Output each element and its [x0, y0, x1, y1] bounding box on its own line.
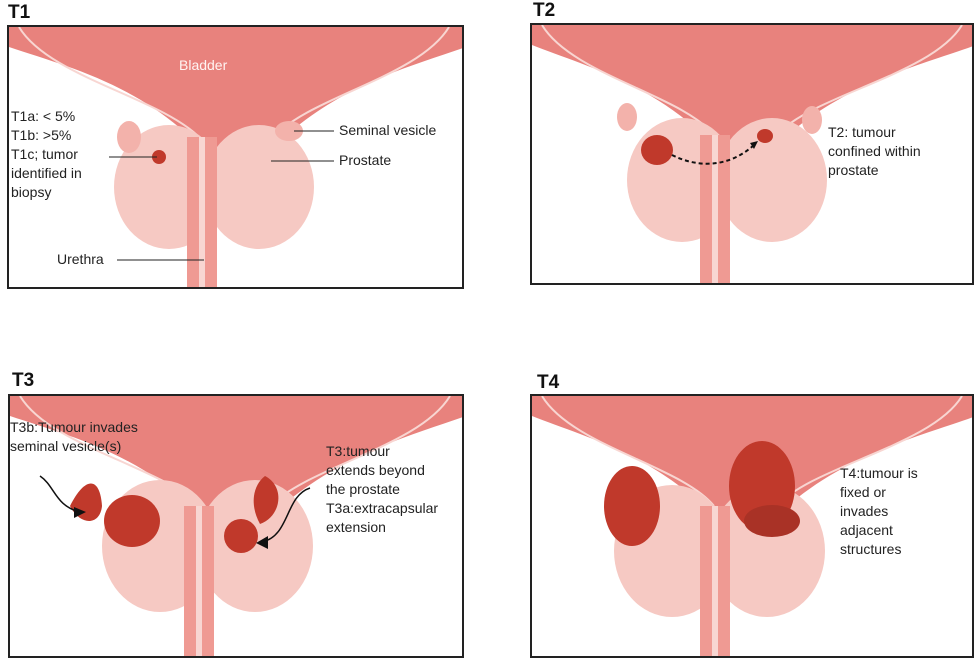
t2-seminal-vesicle-right — [802, 106, 822, 134]
t2-seminal-vesicle-left — [617, 103, 637, 131]
t1-urethra-label: Urethra — [57, 250, 104, 269]
t1-title: T1 — [8, 2, 30, 24]
t2-tumour-large — [641, 135, 673, 165]
t4-description: T4:tumour is fixed or invades adjacent s… — [840, 464, 918, 559]
t3-tumour-small — [224, 519, 258, 553]
t4-title: T4 — [537, 372, 559, 394]
t4-tumour-left — [604, 466, 660, 546]
t2-description: T2: tumour confined within prostate — [828, 123, 921, 180]
t3-tumour-large — [104, 495, 160, 547]
t1-bladder-label: Bladder — [179, 57, 227, 73]
t2-title: T2 — [533, 0, 555, 22]
t1-seminal-vesicle-left — [117, 121, 141, 153]
t1-seminal-vesicle-label: Seminal vesicle — [339, 121, 436, 140]
t3-title: T3 — [12, 370, 34, 392]
t1-prostate-right — [204, 125, 314, 249]
t1-stage-list: T1a: < 5% T1b: >5% T1c; tumor identified… — [11, 107, 82, 202]
t3b-label: T3b:Tumour invades seminal vesicle(s) — [10, 418, 138, 456]
t1-prostate-label: Prostate — [339, 151, 391, 170]
t3-panel: T3b:Tumour invades seminal vesicle(s) T3… — [8, 394, 464, 658]
t2-panel: T2: tumour confined within prostate — [530, 23, 974, 285]
t2-tumour-small — [757, 129, 773, 143]
t1-panel: Bladder T1a: < 5% T1b: >5% T1c; tumor id… — [7, 25, 464, 289]
t4-panel: T4:tumour is fixed or invades adjacent s… — [530, 394, 974, 658]
t3-description: T3:tumour extends beyond the prostate T3… — [326, 442, 438, 537]
